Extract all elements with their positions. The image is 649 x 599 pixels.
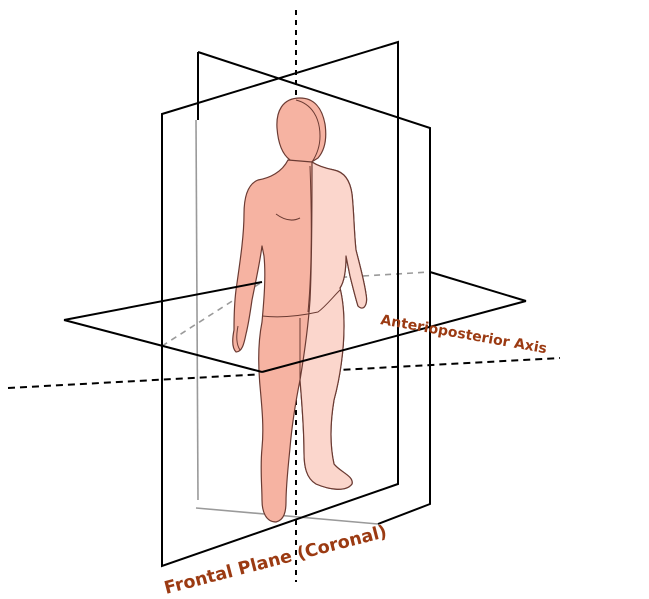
frontal-plane bbox=[161, 40, 399, 568]
sagittal-plane bbox=[197, 51, 431, 525]
frontal-plane-label: Frontal Plane (Coronal) bbox=[162, 522, 389, 599]
hidden-plane-edges bbox=[161, 119, 527, 525]
human-figure bbox=[232, 97, 368, 523]
anterioposterior-axis-label: Anterioposterior Axis bbox=[379, 312, 548, 357]
